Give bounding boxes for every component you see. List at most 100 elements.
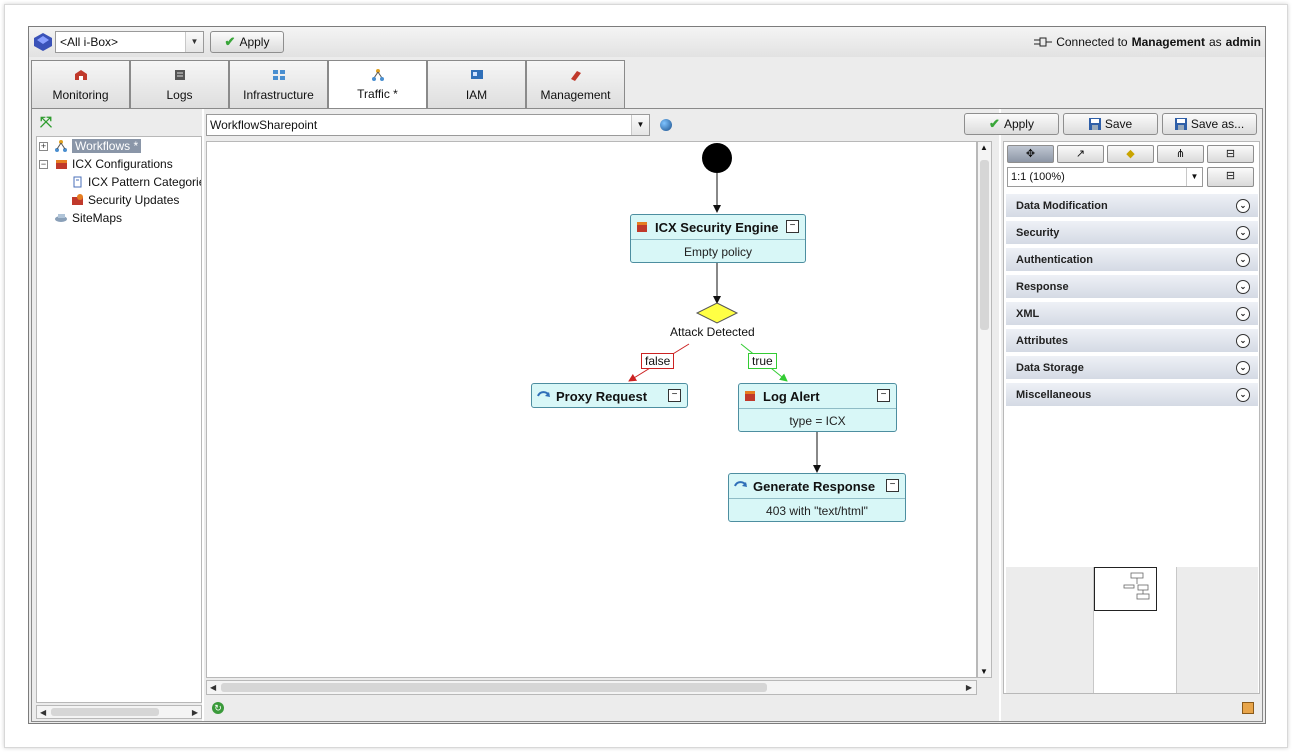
chevron-double-down-icon[interactable]: ⌄ (1236, 280, 1250, 294)
category-xml[interactable]: XML ⌄ (1006, 302, 1258, 326)
save-as-disk-icon (1174, 118, 1187, 130)
tree-item-sitemaps[interactable]: SiteMaps (55, 210, 122, 226)
category-label: Authentication (1016, 254, 1093, 266)
move-icon: ✥ (1025, 148, 1036, 160)
expand-all-icon[interactable]: ⤧ (40, 114, 53, 131)
workflow-icon (55, 140, 67, 152)
scroll-right-icon[interactable]: ▶ (191, 708, 198, 717)
tree-item-security-updates[interactable]: Security Updates (71, 192, 179, 208)
chevron-down-icon[interactable]: ▼ (185, 32, 203, 52)
connection-status: Connected to Management as admin (1034, 35, 1261, 49)
workflow-canvas[interactable]: ICX Security Engine − Empty policy Attac… (206, 141, 977, 678)
workflow-apply-button[interactable]: ✔ Apply (964, 113, 1059, 135)
workflow-overview[interactable] (1093, 567, 1177, 693)
node-icx-security-engine-header: ICX Security Engine (631, 215, 805, 239)
node-generate-response[interactable]: Generate Response − 403 with "text/html" (728, 473, 906, 522)
category-label: XML (1016, 308, 1040, 320)
tab-logs-label: Logs (166, 88, 193, 102)
category-authentication[interactable]: Authentication ⌄ (1006, 248, 1258, 272)
category-data-storage[interactable]: Data Storage ⌄ (1006, 356, 1258, 380)
tree-item-workflows[interactable]: Workflows * (55, 138, 142, 154)
select-tool-button[interactable]: ✥ (1007, 145, 1054, 163)
overview-panel (1006, 567, 1258, 693)
save-as-button[interactable]: Save as... (1162, 113, 1257, 135)
node-generate-response-title: Generate Response (753, 478, 876, 494)
collapse-icon[interactable]: − (668, 389, 681, 402)
scroll-down-icon[interactable]: ▼ (980, 667, 988, 676)
diamond-icon: ◆ (1126, 148, 1135, 160)
node-generate-response-body: 403 with "text/html" (729, 498, 905, 522)
node-log-alert[interactable]: Log Alert − type = ICX (738, 383, 897, 432)
scroll-left-icon[interactable]: ◀ (40, 708, 47, 717)
scroll-right-icon[interactable]: ▶ (965, 683, 972, 692)
tree-item-sitemaps-label: SiteMaps (72, 211, 123, 225)
ibox-select[interactable]: <All i-Box> ▼ (55, 31, 204, 53)
category-response[interactable]: Response ⌄ (1006, 275, 1258, 299)
chevron-double-down-icon[interactable]: ⌄ (1236, 226, 1250, 240)
tree-item-icx-pattern-categories[interactable]: ICX Pattern Categories (71, 174, 202, 190)
report-icon[interactable] (1242, 702, 1254, 714)
scroll-up-icon[interactable]: ▲ (980, 143, 988, 152)
category-security[interactable]: Security ⌄ (1006, 221, 1258, 245)
connection-user: admin (1225, 35, 1261, 49)
chevron-down-icon[interactable]: ▼ (631, 115, 649, 135)
zoom-select[interactable]: 1:1 (100%) ▼ (1007, 167, 1203, 187)
collapse-all-button[interactable]: ⊟ (1207, 145, 1254, 163)
chevron-double-down-icon[interactable]: ⌄ (1236, 334, 1250, 348)
tab-infrastructure[interactable]: Infrastructure (229, 60, 328, 108)
collapse-icon[interactable]: − (886, 479, 899, 492)
arrow-tool-icon: ↗ (1075, 148, 1086, 160)
chevron-double-down-icon[interactable]: ⌄ (1236, 361, 1250, 375)
zoom-out-button[interactable]: ⊟ (1207, 167, 1254, 187)
overview-viewport[interactable] (1094, 567, 1157, 611)
workflow-select-value: WorkflowSharepoint (210, 118, 318, 132)
workflow-select[interactable]: WorkflowSharepoint ▼ (206, 114, 650, 136)
category-label: Response (1016, 281, 1069, 293)
connection-as: as (1208, 35, 1222, 49)
category-data-modification[interactable]: Data Modification ⌄ (1006, 194, 1258, 218)
tab-traffic[interactable]: Traffic * (328, 60, 427, 109)
scroll-left-icon[interactable]: ◀ (210, 683, 217, 692)
tree-collapse-icx[interactable]: − (39, 159, 48, 169)
connect-tool-button[interactable]: ↗ (1057, 145, 1104, 163)
tree-expand-workflows[interactable]: + (39, 141, 48, 151)
canvas-horizontal-scrollbar[interactable]: ◀ ▶ (206, 680, 977, 695)
tree-item-icx-pattern-categories-label: ICX Pattern Categories (88, 175, 202, 189)
layout-tool-button[interactable]: ⋔ (1157, 145, 1204, 163)
save-label: Save (1104, 117, 1133, 131)
canvas-vscroll-thumb[interactable] (980, 160, 989, 330)
globe-icon[interactable] (660, 119, 672, 131)
top-apply-button[interactable]: ✔ Apply (210, 31, 284, 53)
decision-tool-button[interactable]: ◆ (1107, 145, 1154, 163)
response-arrow-icon (734, 481, 747, 487)
canvas-vertical-scrollbar[interactable]: ▲ ▼ (977, 141, 992, 678)
collapse-icon[interactable]: − (786, 220, 799, 233)
collapse-icon[interactable]: − (877, 389, 890, 402)
chevron-double-down-icon[interactable]: ⌄ (1236, 388, 1250, 402)
tab-logs[interactable]: Logs (130, 60, 229, 108)
tab-iam[interactable]: IAM (427, 60, 526, 108)
tab-monitoring[interactable]: Monitoring (31, 60, 130, 108)
start-node[interactable] (702, 143, 732, 173)
tree-horizontal-scrollbar[interactable]: ◀ ▶ (36, 705, 202, 719)
chevron-double-down-icon[interactable]: ⌄ (1236, 199, 1250, 213)
tab-management[interactable]: Management (526, 60, 625, 108)
category-miscellaneous[interactable]: Miscellaneous ⌄ (1006, 383, 1258, 407)
chevron-double-down-icon[interactable]: ⌄ (1236, 253, 1250, 267)
chevron-double-down-icon[interactable]: ⌄ (1236, 307, 1250, 321)
node-icx-security-engine[interactable]: ICX Security Engine − Empty policy (630, 214, 806, 263)
category-attributes[interactable]: Attributes ⌄ (1006, 329, 1258, 353)
tree-scroll-thumb[interactable] (51, 708, 159, 716)
decision-node[interactable] (695, 302, 739, 324)
refresh-icon[interactable]: ↻ (212, 702, 224, 714)
node-proxy-request-title: Proxy Request (556, 388, 648, 404)
logs-icon (174, 70, 185, 80)
save-button[interactable]: Save (1063, 113, 1158, 135)
collapse-all-icon: ⊟ (1225, 148, 1236, 160)
proxy-arrow-icon (537, 391, 550, 397)
chevron-down-icon[interactable]: ▼ (1186, 168, 1202, 186)
node-proxy-request[interactable]: Proxy Request − (531, 383, 688, 408)
overview-thumbnail (1123, 572, 1150, 600)
tree-item-icx-configurations[interactable]: ICX Configurations (55, 156, 173, 172)
canvas-hscroll-thumb[interactable] (221, 683, 767, 692)
